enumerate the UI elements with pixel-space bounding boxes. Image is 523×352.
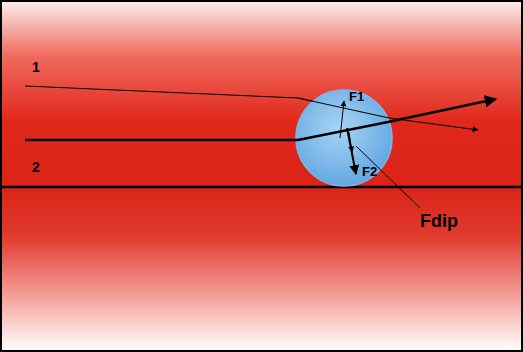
ray-2	[25, 122, 388, 140]
lower-region	[0, 187, 523, 352]
ray-number: 2	[32, 160, 40, 174]
ray-2-exit	[388, 99, 496, 122]
boundary-line	[0, 186, 523, 189]
force-2-arrow	[347, 128, 356, 174]
force-label: F2	[362, 165, 377, 178]
leader-line	[356, 146, 420, 208]
force-label: F1	[349, 90, 364, 103]
upper-region	[0, 0, 523, 187]
force-label: Fdip	[420, 212, 458, 230]
dipole-force-arrow	[349, 132, 352, 152]
force-1-arrow	[340, 101, 344, 138]
ray-number: 1	[32, 60, 40, 74]
